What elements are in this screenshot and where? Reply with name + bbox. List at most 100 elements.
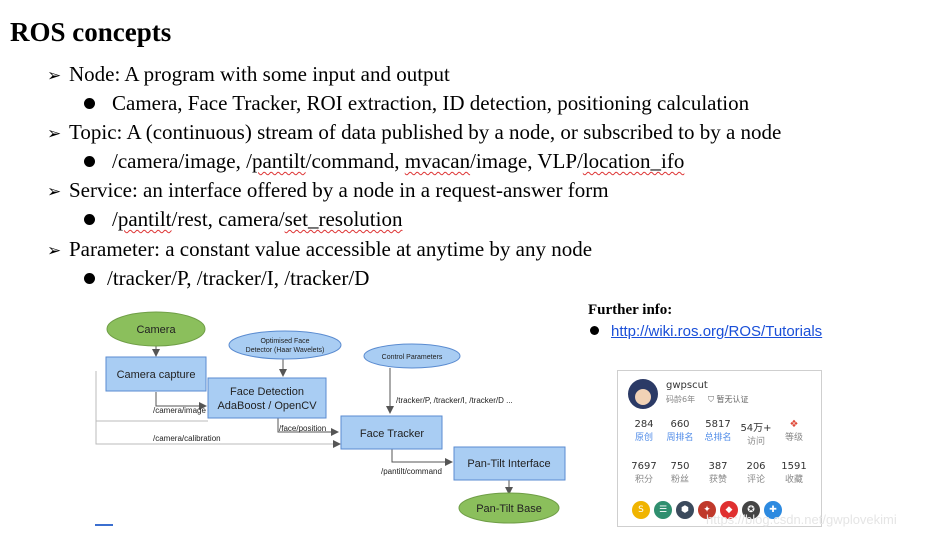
page-title: ROS concepts xyxy=(10,17,172,47)
badge-icon[interactable]: ✚ xyxy=(764,501,782,519)
arrow-bullet-icon: ➢ xyxy=(47,66,62,86)
stat-fans: 750 粉丝 xyxy=(662,461,698,485)
bullet-node-text: Node: A program with some input and outp… xyxy=(69,62,450,86)
edge-capture-detection xyxy=(155,392,207,410)
topic-part: mvacan xyxy=(404,149,471,173)
stat-value: 750 xyxy=(670,461,690,472)
sub-bullet-parameter: /tracker/P, /tracker/I, /tracker/D xyxy=(84,264,369,292)
edge-detection-tracker xyxy=(277,418,339,436)
stat-value: 206 xyxy=(746,461,766,472)
edge-tracker-pantilt xyxy=(391,449,453,466)
level-icon: ❖ xyxy=(789,419,799,430)
stat-label: 积分 xyxy=(634,475,653,485)
pantilt-base-label: Pan-Tilt Base xyxy=(476,503,542,515)
face-detection-label-2: AdaBoost / OpenCV xyxy=(217,400,317,412)
ros-tutorials-link[interactable]: http://wiki.ros.org/ROS/Tutorials xyxy=(611,323,823,340)
camera-label: Camera xyxy=(136,324,176,336)
arrow-bullet-icon: ➢ xyxy=(47,241,62,261)
bullet-topic-text: Topic: A (continuous) stream of data pub… xyxy=(69,120,782,144)
face-detection-node xyxy=(207,377,327,419)
further-info-title: Further info: xyxy=(588,302,673,318)
stat-total-rank[interactable]: 5817 总排名 xyxy=(700,419,736,443)
badge-row: S☰⬢✦◆✪✚ xyxy=(632,497,786,519)
camera-capture-label: Camera capture xyxy=(117,369,196,381)
avatar-face-icon xyxy=(635,389,651,405)
stat-label: 原创 xyxy=(634,433,653,443)
badge-icon[interactable]: ⬢ xyxy=(676,501,694,519)
stat-original[interactable]: 284 原创 xyxy=(626,419,662,443)
arrow-bullet-icon: ➢ xyxy=(47,182,62,202)
label-camera-image: /camera/image xyxy=(153,406,206,415)
optimised-face-label-2: Detector (Haar Wavelets) xyxy=(246,347,325,354)
stat-label: 总排名 xyxy=(704,433,732,443)
profile-verify: ⛉ 暂无认证 xyxy=(708,394,749,405)
control-parameters-label: Control Parameters xyxy=(382,354,443,361)
service-part: /rest, camera/ xyxy=(171,207,285,231)
dot-bullet-icon xyxy=(84,273,95,284)
bullet-service: ➢ Service: an interface offered by a node… xyxy=(47,176,609,206)
bullet-node: ➢ Node: A program with some input and out… xyxy=(47,60,450,90)
topic-part: pantilt xyxy=(251,149,306,173)
topic-part: location_ifo xyxy=(582,149,685,173)
topic-part: /camera/image, / xyxy=(112,149,252,173)
service-part: set_resolution xyxy=(284,207,403,231)
arrow-bullet-icon: ➢ xyxy=(47,124,62,144)
pantilt-interface-node xyxy=(453,446,566,481)
profile-username[interactable]: gwpscut xyxy=(666,380,708,391)
sub-bullet-topic: /camera/image, /pantilt/command, mvacan/… xyxy=(84,147,684,175)
profile-code-age: 码龄6年 xyxy=(666,395,696,404)
dot-bullet-icon xyxy=(84,98,95,109)
stat-value: 54万+ xyxy=(740,423,772,434)
watermark: https://blog.csdn.net/gwplovekimi xyxy=(706,512,897,527)
stat-value: 284 xyxy=(634,419,654,430)
label-tracker-params: /tracker/P, /tracker/I, /tracker/D ... xyxy=(396,396,513,405)
ros-node-diagram: Camera Camera capture Optimised Face Det… xyxy=(95,311,566,526)
topic-part: /command, xyxy=(305,149,405,173)
badge-icon[interactable]: ☰ xyxy=(654,501,672,519)
dot-bullet-icon xyxy=(84,214,95,225)
face-detection-label-1: Face Detection xyxy=(230,386,304,398)
badge-icon[interactable]: ✪ xyxy=(742,501,760,519)
profile-verify-text: 暂无认证 xyxy=(716,395,749,404)
label-camera-calibration: /camera/calibration xyxy=(153,434,221,443)
bullet-service-text: Service: an interface offered by a node … xyxy=(69,178,609,202)
label-pantilt-command: /pantilt/command xyxy=(381,467,442,476)
stat-label: 周排名 xyxy=(666,433,694,443)
avatar[interactable] xyxy=(628,379,658,409)
stat-visits: 54万+ 访问 xyxy=(738,419,774,447)
badge-icon[interactable]: ✦ xyxy=(698,501,716,519)
sub-bullet-node: Camera, Face Tracker, ROI extraction, ID… xyxy=(84,89,749,117)
sub-bullet-node-text: Camera, Face Tracker, ROI extraction, ID… xyxy=(112,91,750,115)
stat-value: 387 xyxy=(708,461,728,472)
stat-label: 评论 xyxy=(746,475,765,485)
control-parameters-node xyxy=(363,343,461,369)
bullet-parameter: ➢ Parameter: a constant value accessible … xyxy=(47,235,592,265)
camera-node xyxy=(106,311,206,347)
dot-bullet-icon xyxy=(84,156,95,167)
label-face-position: /face/position xyxy=(279,424,326,433)
stat-label: 访问 xyxy=(746,437,765,447)
stat-value: 7697 xyxy=(631,461,657,472)
stat-label: 粉丝 xyxy=(670,475,689,485)
pantilt-base-node xyxy=(458,492,560,524)
camera-capture-node xyxy=(105,356,207,392)
stat-label: 等级 xyxy=(784,433,803,443)
stat-value: 5817 xyxy=(705,419,731,430)
further-info-item: http://wiki.ros.org/ROS/Tutorials xyxy=(590,323,822,340)
bullet-parameter-text: Parameter: a constant value accessible a… xyxy=(69,237,593,261)
bullet-topic: ➢ Topic: A (continuous) stream of data pu… xyxy=(47,118,781,148)
badge-icon[interactable]: ◆ xyxy=(720,501,738,519)
sub-bullet-service: /pantilt/rest, camera/set_resolution xyxy=(84,205,402,233)
stat-comments: 206 评论 xyxy=(738,461,774,485)
badge-icon[interactable]: S xyxy=(632,501,650,519)
service-part: / xyxy=(112,207,118,231)
stat-label: 收藏 xyxy=(784,475,803,485)
face-tracker-node xyxy=(340,415,443,450)
topic-part: /image, VLP/ xyxy=(470,149,583,173)
sub-bullet-parameter-text: /tracker/P, /tracker/I, /tracker/D xyxy=(107,266,370,290)
pantilt-interface-label: Pan-Tilt Interface xyxy=(467,458,550,470)
edge-calibration-tracker xyxy=(95,421,341,448)
